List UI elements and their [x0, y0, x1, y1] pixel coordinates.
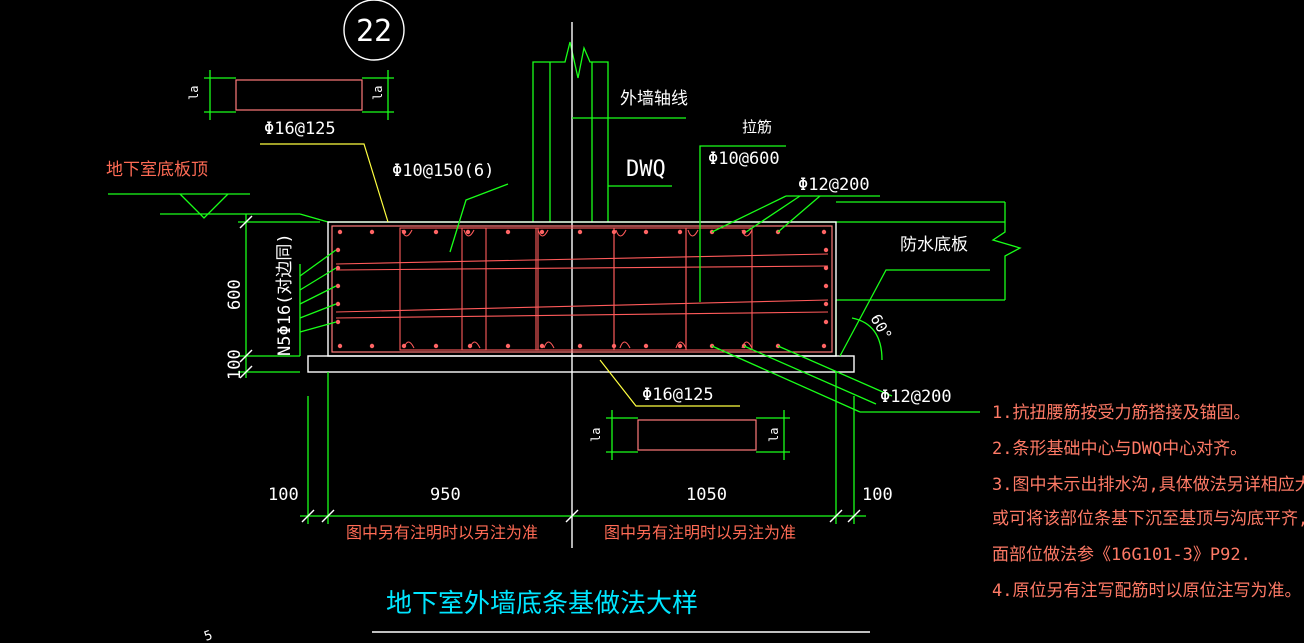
la-right-top: la — [371, 86, 385, 100]
remark-right: 图中另有注明时以另注为准 — [604, 523, 796, 542]
tie-bar-leader — [699, 145, 786, 302]
stirrup-leader — [449, 183, 509, 253]
bottom-side-bar-label: Φ12@200 — [880, 387, 952, 407]
left-100: 100 — [268, 485, 299, 505]
tie-bar-spec-label: Φ10@600 — [708, 149, 780, 169]
angle-arc — [851, 317, 883, 361]
width-1050: 1050 — [686, 485, 727, 505]
bottom-side-bar-leader — [711, 345, 980, 413]
side-bar-label: Φ12@200 — [798, 175, 870, 195]
height-100: 100 — [225, 349, 245, 380]
height-600: 600 — [225, 279, 245, 310]
bedding-layer — [307, 355, 855, 373]
waist-bar-leaders — [299, 249, 337, 356]
vertical-dimension — [238, 214, 320, 379]
corner-fragment: 5 — [202, 628, 214, 643]
la-left-top: la — [187, 86, 201, 100]
note-line: 1.抗扭腰筋按受力筋搭接及锚固。 — [992, 403, 1250, 423]
la-left-bottom: la — [589, 428, 603, 442]
wall-axis-label: 外墙轴线 — [620, 89, 688, 109]
top-bar-detail — [204, 70, 394, 120]
side-bar-leader — [711, 195, 880, 233]
waterproof-slab-label: 防水底板 — [900, 235, 968, 255]
dwq-label: DWQ — [626, 157, 666, 182]
horizontal-dimension — [300, 372, 866, 524]
wall-outline — [532, 41, 609, 222]
bottom-bar-detail — [606, 410, 790, 460]
la-right-bottom: la — [767, 428, 781, 442]
waterproof-slab-leader — [839, 269, 990, 357]
basement-floor-top-label: 地下室底板顶 — [106, 160, 208, 180]
detail-number-circle — [343, 0, 405, 61]
waist-bars-label: N5Φ16(对边同) — [275, 233, 295, 356]
top-bar-label: Φ16@125 — [264, 119, 336, 139]
remark-left: 图中另有注明时以另注为准 — [346, 523, 538, 542]
rebar-dots — [335, 229, 829, 349]
angle-label: 60° — [867, 311, 896, 343]
detail-number: 22 — [356, 14, 392, 49]
note-line: 2.条形基础中心与DWQ中心对齐。 — [992, 439, 1247, 459]
note-line: 面部位做法参《16G101-3》P92. — [992, 545, 1251, 565]
stirrup-label: Φ10@150(6) — [392, 161, 494, 181]
bottom-bar-label: Φ16@125 — [642, 385, 714, 405]
note-line: 3.图中未示出排水沟,具体做法另详相应大样。 — [992, 475, 1304, 495]
reinforcement-cage — [331, 225, 833, 353]
bottom-bar-leader — [599, 359, 740, 407]
footing-outline — [327, 221, 837, 357]
tie-bar-label: 拉筋 — [742, 118, 772, 136]
floor-top-symbol — [108, 193, 250, 219]
notes-block: 1.抗扭腰筋按受力筋搭接及锚固。 2.条形基础中心与DWQ中心对齐。 3.图中未… — [992, 403, 1304, 601]
wall-axis-leader — [572, 117, 686, 187]
width-950: 950 — [430, 485, 461, 505]
right-100: 100 — [862, 485, 893, 505]
note-line: 4.原位另有注写配筋时以原位注写为准。 — [992, 581, 1301, 601]
drawing-title: 地下室外墙底条基做法大样 — [386, 589, 698, 619]
top-bar-leader — [260, 143, 389, 223]
note-line: 或可将该部位条基下沉至基顶与沟底平齐,变截 — [992, 509, 1304, 529]
